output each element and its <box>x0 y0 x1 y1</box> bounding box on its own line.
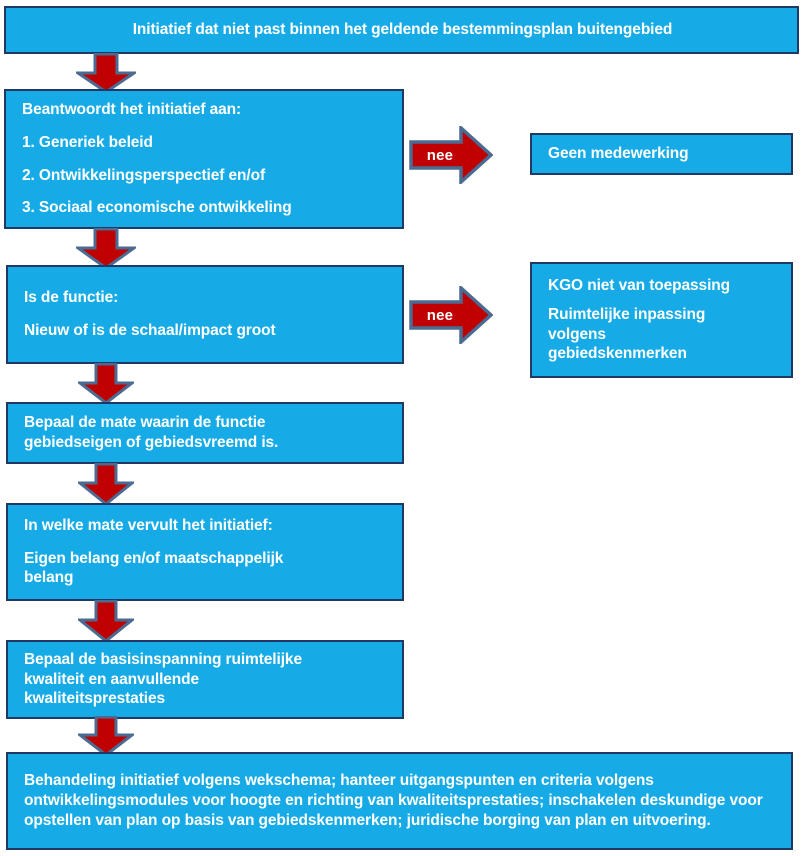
node-question-1-line-2: 1. Generiek beleid <box>22 133 153 151</box>
node-kgo-not-applicable-line-2: Ruimtelijke inpassing volgens gebiedsken… <box>548 305 706 363</box>
arrow-down-2 <box>73 227 139 270</box>
node-interest-type-line-2: Eigen belang en/of maatschappelijk belan… <box>24 549 284 587</box>
arrow-down-icon <box>75 462 137 506</box>
node-initiatief-header-line-1: Initiatief dat niet past binnen het geld… <box>132 21 673 39</box>
arrow-down-1 <box>73 52 139 94</box>
node-determine-degree-line-1: Bepaal de mate waarin de functie gebieds… <box>24 414 279 451</box>
connector-nee-1: nee <box>409 124 494 186</box>
node-kgo-not-applicable: KGO niet van toepassing Ruimtelijke inpa… <box>530 262 793 378</box>
node-question-1: Beantwoordt het initiatief aan: 1. Gener… <box>4 89 404 229</box>
node-final-handling: Behandeling initiatief volgens wekschema… <box>6 752 793 850</box>
node-no-cooperation: Geen medewerking <box>530 133 793 175</box>
node-question-1-line-3: 2. Ontwikkelingsperspectief en/of <box>22 166 266 184</box>
node-no-cooperation-line-1: Geen medewerking <box>548 145 689 163</box>
node-question-2-line-1: Is de functie: <box>24 289 119 307</box>
arrow-down-icon <box>75 362 137 405</box>
node-question-1-line-1: Beantwoordt het initiatief aan: <box>22 100 242 118</box>
arrow-down-4 <box>75 462 137 506</box>
node-base-effort: Bepaal de basisinspanning ruimtelijke kw… <box>6 640 404 719</box>
arrow-down-icon <box>73 227 139 270</box>
arrow-down-6 <box>75 715 137 757</box>
node-interest-type-line-1: In welke mate vervult het initiatief: <box>24 516 273 534</box>
node-initiatief-header: Initiatief dat niet past binnen het geld… <box>4 6 799 54</box>
node-final-handling-line-1: Behandeling initiatief volgens wekschema… <box>24 772 767 829</box>
arrow-down-icon <box>73 52 139 94</box>
arrow-right-icon <box>409 124 494 186</box>
arrow-down-5 <box>75 599 137 643</box>
arrow-down-3 <box>75 362 137 405</box>
node-question-2: Is de functie: Nieuw of is de schaal/imp… <box>6 265 404 364</box>
node-base-effort-line-1: Bepaal de basisinspanning ruimtelijke kw… <box>24 650 302 708</box>
arrow-down-icon <box>75 599 137 643</box>
arrow-down-icon <box>75 715 137 757</box>
node-question-2-line-2: Nieuw of is de schaal/impact groot <box>24 322 276 339</box>
arrow-right-icon <box>409 284 494 346</box>
node-interest-type: In welke mate vervult het initiatief: Ei… <box>6 503 404 601</box>
connector-nee-2: nee <box>409 284 494 346</box>
node-determine-degree: Bepaal de mate waarin de functie gebieds… <box>6 402 404 464</box>
node-question-1-line-4: 3. Sociaal economische ontwikkeling <box>22 199 292 217</box>
node-kgo-not-applicable-line-1: KGO niet van toepassing <box>548 276 731 294</box>
